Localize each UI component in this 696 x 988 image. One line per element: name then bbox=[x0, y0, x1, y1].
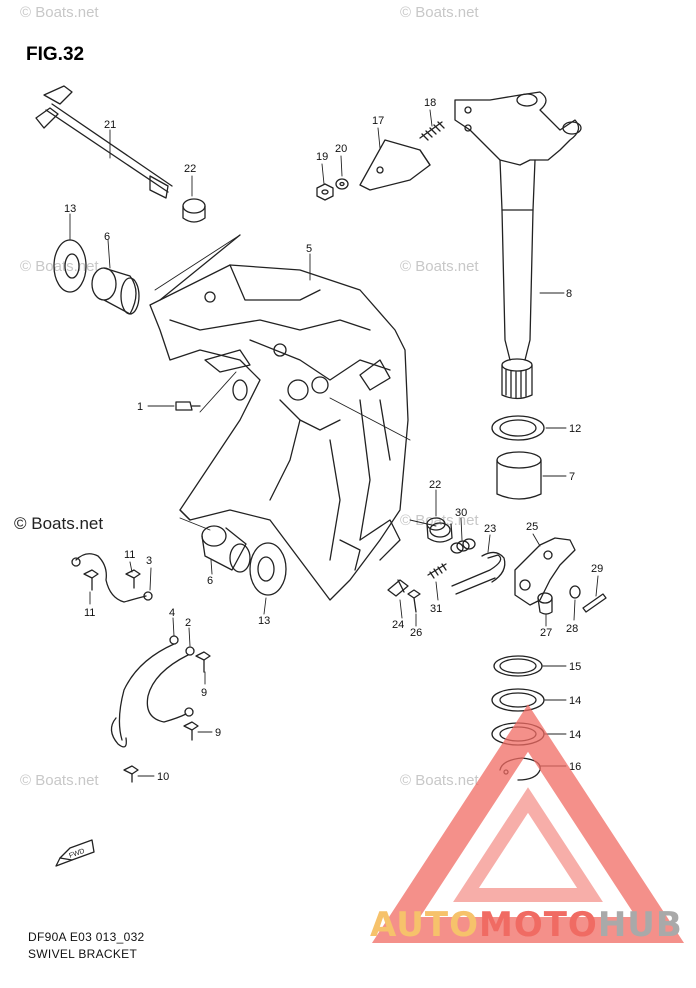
watermark-text: © Boats.net bbox=[20, 772, 99, 789]
callout-label: 24 bbox=[392, 619, 404, 631]
callout-label: 21 bbox=[104, 119, 116, 131]
callout-label: 9 bbox=[201, 687, 207, 699]
callout-label: 22 bbox=[184, 163, 196, 175]
callout-label: 28 bbox=[566, 623, 578, 635]
callout-label: 16 bbox=[569, 761, 581, 773]
callout-label: 2 bbox=[185, 617, 191, 629]
leader-lines bbox=[69, 109, 599, 777]
part-pin-29 bbox=[582, 593, 607, 613]
brand-logo-icon bbox=[371, 704, 685, 943]
callout-label: 5 bbox=[306, 243, 312, 255]
part-washer-14 bbox=[491, 688, 545, 712]
callout-label: 8 bbox=[566, 288, 572, 300]
brand-wordmark: AUTOMOTOHUB bbox=[370, 905, 683, 945]
fwd-arrow-icon bbox=[55, 839, 95, 867]
watermark-text: © Boats.net bbox=[400, 512, 479, 529]
watermark-text: © Boats.net bbox=[20, 4, 99, 21]
callout-label: 30 bbox=[455, 507, 467, 519]
part-bush-22-right bbox=[426, 517, 453, 543]
callout-label: 15 bbox=[569, 661, 581, 673]
callout-label: 25 bbox=[526, 521, 538, 533]
part-earth-wire-3 bbox=[71, 553, 153, 603]
brand-part-moto: MOTO bbox=[478, 905, 598, 945]
part-clip-24 bbox=[387, 579, 409, 597]
part-bush-6-lower bbox=[201, 525, 251, 573]
brand-part-hub: HUB bbox=[597, 905, 683, 945]
part-washer-13-lower bbox=[249, 542, 287, 596]
callout-label: 19 bbox=[316, 151, 328, 163]
part-earth-wire-4 bbox=[110, 635, 179, 748]
part-earth-wire-2 bbox=[146, 646, 195, 723]
callout-label: 7 bbox=[569, 471, 575, 483]
part-grease-nipple-1 bbox=[175, 401, 201, 411]
part-lever-rod-23 bbox=[451, 551, 506, 595]
part-bolt-10 bbox=[123, 765, 139, 783]
callout-label: 23 bbox=[484, 523, 496, 535]
callout-label: 1 bbox=[137, 401, 143, 413]
callout-label: 4 bbox=[169, 607, 175, 619]
watermark-text: © Boats.net bbox=[400, 258, 479, 275]
callout-label: 17 bbox=[372, 115, 384, 127]
part-ring-15 bbox=[493, 655, 543, 677]
callout-label: 6 bbox=[104, 231, 110, 243]
part-washer-13 bbox=[53, 239, 87, 293]
part-steering-shaft-8 bbox=[454, 91, 582, 400]
part-bracket-17 bbox=[359, 139, 431, 191]
part-washer-20 bbox=[335, 178, 349, 190]
part-swivel-bracket-5 bbox=[149, 234, 409, 601]
figure-title: FIG.32 bbox=[26, 44, 85, 65]
watermark-text: © Boats.net bbox=[400, 4, 479, 21]
callout-label: 12 bbox=[569, 423, 581, 435]
part-spring-31 bbox=[427, 563, 447, 579]
callout-label: 27 bbox=[540, 627, 552, 639]
callout-label: 26 bbox=[410, 627, 422, 639]
part-nut-19 bbox=[316, 183, 334, 201]
callout-label: 9 bbox=[215, 727, 221, 739]
callout-label: 10 bbox=[157, 771, 169, 783]
part-bolt-26 bbox=[407, 589, 421, 613]
callout-label: 3 bbox=[146, 555, 152, 567]
callout-label: 18 bbox=[424, 97, 436, 109]
callout-label: 22 bbox=[429, 479, 441, 491]
callout-label: 6 bbox=[207, 575, 213, 587]
part-bush-7 bbox=[496, 451, 542, 500]
part-washer-28 bbox=[569, 585, 581, 599]
part-bush-6 bbox=[91, 267, 140, 315]
callout-label: 20 bbox=[335, 143, 347, 155]
part-bolt-9 bbox=[183, 651, 211, 741]
callout-label: 31 bbox=[430, 603, 442, 615]
part-bolt-11 bbox=[83, 569, 141, 591]
figure-name: SWIVEL BRACKET bbox=[28, 947, 138, 961]
callout-label: 13 bbox=[64, 203, 76, 215]
part-washer-12 bbox=[491, 415, 545, 441]
part-bush-27 bbox=[537, 592, 553, 615]
watermark-text: © Boats.net bbox=[400, 772, 479, 789]
callout-label: 29 bbox=[591, 563, 603, 575]
part-spring-30 bbox=[450, 538, 476, 554]
part-spring-18 bbox=[419, 121, 445, 141]
part-lever-25 bbox=[514, 537, 576, 606]
part-bush-22 bbox=[182, 198, 206, 223]
callout-label: 11 bbox=[84, 607, 95, 619]
callout-label: 13 bbox=[258, 615, 270, 627]
brand-part-auto: AUTO bbox=[370, 905, 479, 945]
callout-label: 14 bbox=[569, 695, 581, 707]
callout-label: 14 bbox=[569, 729, 581, 741]
part-shaft-21 bbox=[35, 85, 173, 199]
callout-labels: 21 22 13 6 5 17 18 19 20 8 12 7 1 22 30 … bbox=[64, 97, 603, 860]
callout-label: 11 bbox=[124, 549, 135, 561]
watermark-text: © Boats.net bbox=[14, 514, 104, 533]
figure-code: DF90A E03 013_032 bbox=[28, 930, 145, 944]
